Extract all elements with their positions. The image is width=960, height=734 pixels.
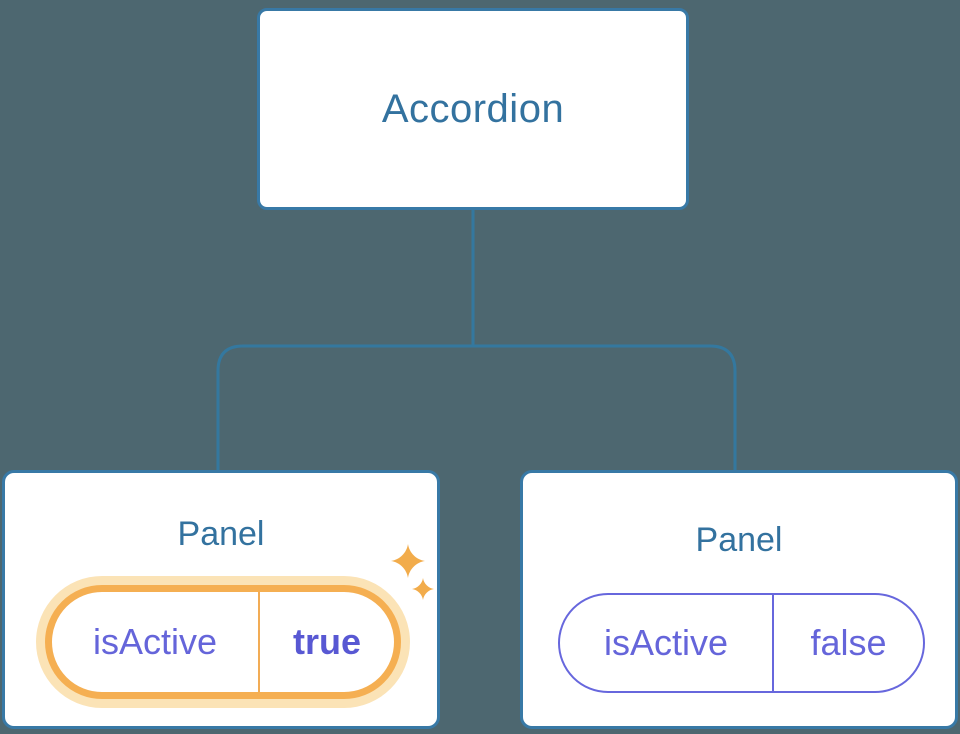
state-pill-active: isActive true [45,585,401,699]
state-pill-divider [258,592,260,692]
panel-label: Panel [177,515,265,553]
panel-node-active: Panel isActive true [2,470,440,729]
state-name: isActive [92,621,218,662]
panel-node-inactive: Panel isActive false [520,470,958,729]
panel-label: Panel [695,521,783,559]
accordion-node-label: Accordion [381,86,565,131]
state-value: true [292,621,361,662]
accordion-node: Accordion [257,8,689,210]
state-pill-divider [772,595,774,691]
state-pill-inactive: isActive false [558,593,925,693]
state-value: false [810,622,887,663]
state-name: isActive [603,622,729,663]
